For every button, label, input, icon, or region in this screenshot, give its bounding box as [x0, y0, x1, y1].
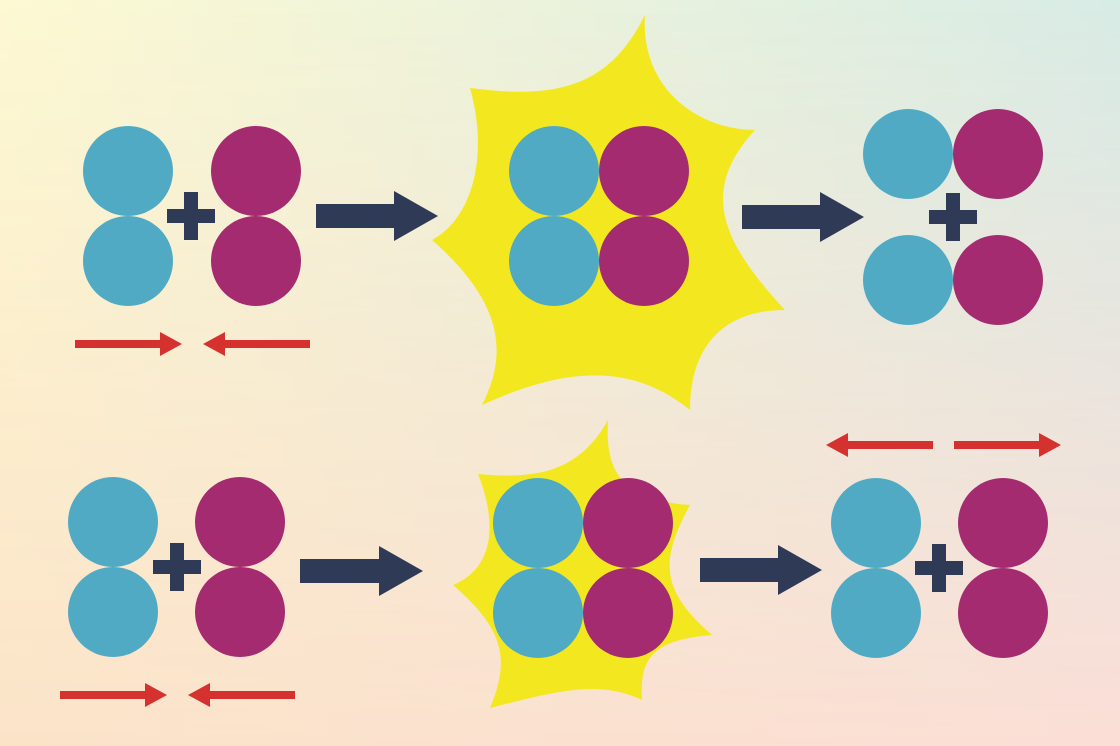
- plus-icon: [167, 192, 215, 240]
- atom: [953, 235, 1043, 325]
- motion-arrow-left-icon: [188, 683, 295, 707]
- collision-intermediate: [453, 420, 712, 708]
- molecule-blue: [68, 477, 158, 657]
- molecule-blue: [509, 126, 599, 306]
- motion-arrow-left-icon: [203, 332, 310, 356]
- motion-arrow-right-icon: [60, 683, 167, 707]
- molecule-blue: [493, 478, 583, 658]
- products: [831, 478, 1048, 658]
- reaction-arrow-icon: [700, 545, 822, 595]
- molecule-purple: [599, 126, 689, 306]
- atom: [195, 567, 285, 657]
- atom: [68, 477, 158, 567]
- plus-icon: [915, 544, 963, 592]
- atom: [83, 216, 173, 306]
- atom: [831, 478, 921, 568]
- reactants: [68, 477, 285, 657]
- atom: [831, 568, 921, 658]
- reaction-arrow-icon: [316, 191, 438, 241]
- atom: [583, 568, 673, 658]
- motion-arrow-right-icon: [75, 332, 182, 356]
- molecule-purple: [583, 478, 673, 658]
- atom: [211, 126, 301, 216]
- atom: [509, 126, 599, 216]
- molecule-purple: [211, 126, 301, 306]
- atom: [958, 478, 1048, 568]
- molecule-purple: [195, 477, 285, 657]
- molecule-mixed: [863, 109, 1043, 199]
- products: [863, 109, 1043, 325]
- motion-arrow-right-icon: [954, 433, 1061, 457]
- molecule-blue: [83, 126, 173, 306]
- reactants: [83, 126, 301, 306]
- collision-intermediate: [432, 15, 785, 410]
- atom: [68, 567, 158, 657]
- atom: [863, 109, 953, 199]
- atom: [863, 235, 953, 325]
- motion-arrow-left-icon: [826, 433, 933, 457]
- molecule-mixed: [863, 235, 1043, 325]
- plus-icon: [153, 543, 201, 591]
- atom: [493, 478, 583, 568]
- atom: [599, 216, 689, 306]
- atom: [583, 478, 673, 568]
- atom: [509, 216, 599, 306]
- atom: [953, 109, 1043, 199]
- plus-icon: [929, 193, 977, 241]
- molecule-purple: [958, 478, 1048, 658]
- atom: [83, 126, 173, 216]
- reaction-arrow-icon: [300, 546, 423, 596]
- atom: [211, 216, 301, 306]
- atom: [195, 477, 285, 567]
- atom: [958, 568, 1048, 658]
- atom: [599, 126, 689, 216]
- row-elastic-collision: [75, 15, 1043, 410]
- molecule-blue: [831, 478, 921, 658]
- burst-icon: [432, 15, 785, 410]
- reaction-arrow-icon: [742, 192, 864, 242]
- row-bounce-back: [60, 420, 1061, 708]
- atom: [493, 568, 583, 658]
